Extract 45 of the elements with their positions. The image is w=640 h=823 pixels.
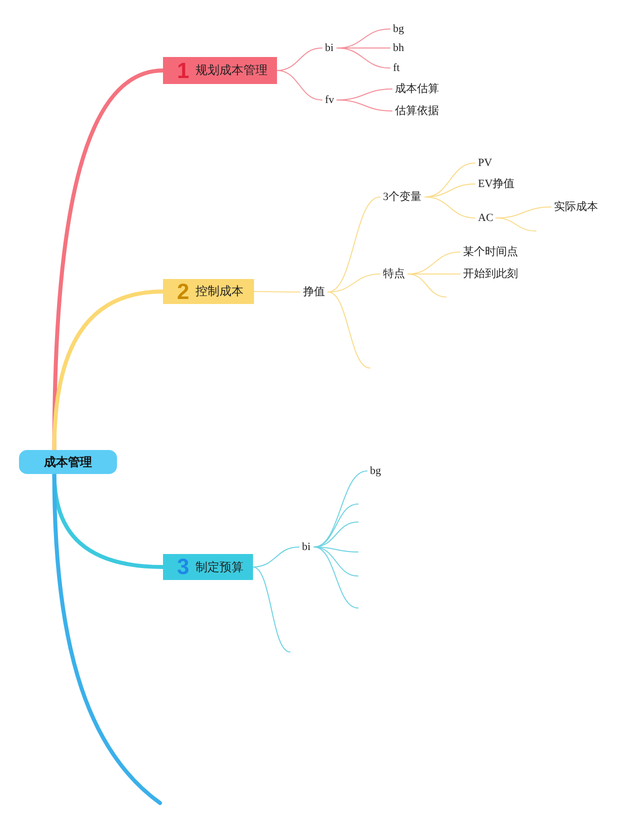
branch-label: 开始到此刻 [463,267,518,281]
branch-line [254,291,300,292]
branch-label: EV挣值 [478,177,515,191]
branch-line [314,546,358,608]
branch-line [328,274,380,292]
branch-label: ft [393,61,400,75]
branch-line [328,196,380,292]
branch-label: bg [370,464,381,478]
topic-label: 规划成本管理 [195,62,268,79]
branch-label: fv [325,93,334,107]
topic-box [163,57,277,84]
branch-line [52,472,162,805]
branch-label: bg [393,22,404,36]
branch-line [252,566,290,652]
branch-line [314,546,358,576]
topic-box [163,554,253,580]
branch-label: bi [302,540,311,554]
branch-line [336,48,390,68]
branch-line [314,504,358,548]
branch-label: 成本估算 [395,82,439,96]
branch-line [424,196,476,218]
branch-label: 特点 [383,267,405,281]
branch-label: bh [393,41,404,55]
branch-line [276,70,322,100]
branch-label: AC [478,211,494,225]
topic-number: 3 [177,556,190,578]
topic-number: 1 [177,60,190,82]
topic-box [163,279,254,304]
branch-line [52,290,165,452]
branch-line [252,546,300,568]
branch-label: 估算依据 [395,104,439,118]
branch-line [328,292,370,368]
branch-label: 挣值 [303,285,325,299]
root-topic-box: 成本管理 [19,450,117,474]
branch-label: 3个变量 [383,190,422,204]
branch-line [408,274,446,298]
branch-line [336,100,392,112]
branch-label: PV [478,156,492,170]
topic-label: 制定预算 [195,558,244,576]
topic-number: 2 [177,280,190,302]
branch-label: bi [325,41,334,55]
branch-label: 某个时间点 [463,245,518,259]
branch-line [496,218,536,232]
topic-label: 控制成本 [195,283,244,300]
branch-label: 实际成本 [554,200,598,214]
